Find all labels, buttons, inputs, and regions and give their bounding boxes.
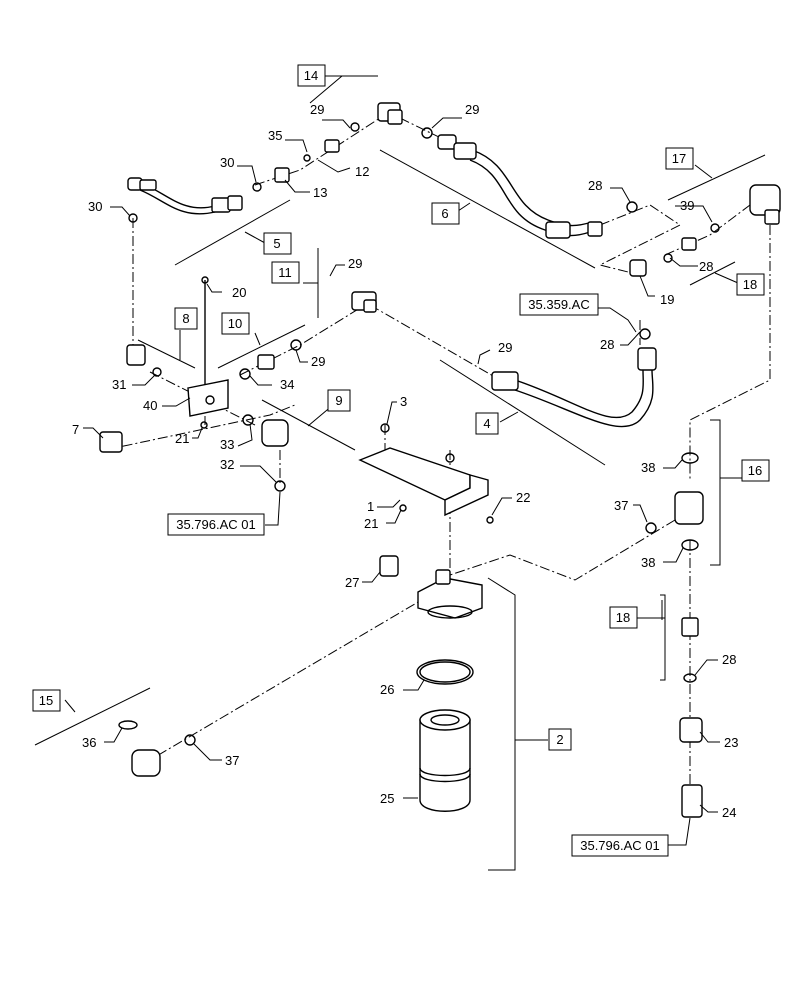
callout-10: 10 [228,316,242,331]
callout-37a: 37 [614,498,628,513]
callout-21b: 21 [364,516,378,531]
callout-leaders [83,117,720,846]
callout-30a: 30 [220,155,234,170]
callout-34: 34 [280,377,294,392]
small-fittings-upper [252,122,433,192]
mounting-bracket-1 [358,423,494,524]
group-brackets [34,75,766,871]
callout-28a: 28 [588,178,602,193]
callout-16: 16 [748,463,762,478]
callout-3: 3 [400,394,407,409]
callout-15: 15 [39,693,53,708]
callout-28d: 28 [722,652,736,667]
reference-35-359-ac[interactable]: 35.359.AC [528,297,589,312]
callout-5: 5 [273,236,280,251]
tee-fittings [351,102,403,313]
right-fittings [626,184,781,340]
hose-assembly-4 [491,347,657,428]
callout-17: 17 [672,151,686,166]
callout-12: 12 [355,164,369,179]
callout-37b: 37 [225,753,239,768]
callout-7: 7 [72,422,79,437]
callout-19: 19 [660,292,674,307]
callout-40: 40 [143,398,157,413]
callout-28c: 28 [600,337,614,352]
callout-27: 27 [345,575,359,590]
callout-39: 39 [680,198,694,213]
callout-18-bottom: 18 [616,610,630,625]
callout-29d: 29 [311,354,325,369]
callout-4: 4 [483,416,490,431]
right-vertical-stack [645,452,704,818]
callout-6: 6 [441,206,448,221]
callout-25: 25 [380,791,394,806]
callout-26: 26 [380,682,394,697]
filter-head-2 [379,555,483,619]
callout-22: 22 [516,490,530,505]
callout-21a: 21 [175,431,189,446]
callout-14: 14 [304,68,318,83]
callout-18-top: 18 [743,277,757,292]
callout-29c: 29 [348,256,362,271]
reference-35-796-ac-bottom[interactable]: 35.796.AC 01 [580,838,660,853]
callout-2: 2 [556,732,563,747]
reference-35-796-ac-left[interactable]: 35.796.AC 01 [176,517,256,532]
hose-assembly-5 [127,177,243,215]
callout-33: 33 [220,437,234,452]
manifold-block-40 [99,213,302,492]
callout-13: 13 [313,185,327,200]
callout-29e: 29 [498,340,512,355]
elbow-fitting-15 [118,720,196,777]
number-callouts: 29 29 35 30 12 13 30 28 39 28 19 29 20 2… [72,102,738,820]
center-lines [104,117,771,790]
callout-32: 32 [220,457,234,472]
callout-8: 8 [182,311,189,326]
boxed-callouts: 14 5 6 17 18 11 8 10 9 4 16 18 2 15 35.3… [32,64,770,857]
filter-element-25 [416,659,474,812]
callout-24: 24 [722,805,736,820]
callout-29a: 29 [310,102,324,117]
callout-23: 23 [724,735,738,750]
callout-20: 20 [232,285,246,300]
callout-36: 36 [82,735,96,750]
callout-9: 9 [335,393,342,408]
callout-38b: 38 [641,555,655,570]
callout-38a: 38 [641,460,655,475]
callout-35: 35 [268,128,282,143]
hose-assembly-6 [437,134,603,239]
callout-28b: 28 [699,259,713,274]
callout-31: 31 [112,377,126,392]
callout-29b: 29 [465,102,479,117]
callout-30b: 30 [88,199,102,214]
callout-1: 1 [367,499,374,514]
callout-11: 11 [278,265,292,280]
